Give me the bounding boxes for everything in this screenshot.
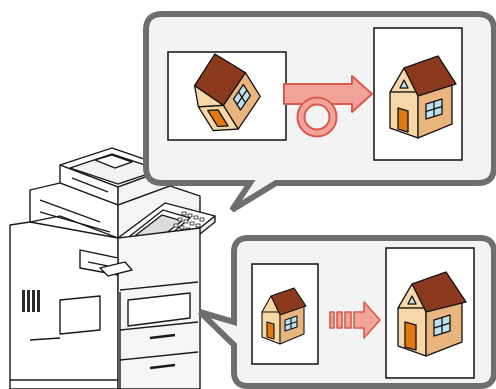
- small-house-icon: [261, 287, 307, 345]
- rotate-arrow-icon: [283, 75, 373, 138]
- enlarged-result-page: [385, 247, 475, 379]
- dashed-right-arrow-icon: [329, 301, 381, 339]
- top-speech-bubble: [143, 11, 496, 213]
- upright-house-icon: [389, 55, 457, 139]
- large-house-icon: [397, 271, 467, 357]
- bottom-speech-bubble: [197, 235, 496, 389]
- small-source-page: [251, 263, 319, 365]
- printer-illustration: [9, 147, 216, 389]
- rotated-house-icon: [193, 53, 261, 132]
- corrected-result-page: [373, 27, 463, 161]
- skewed-source-page: [167, 51, 287, 141]
